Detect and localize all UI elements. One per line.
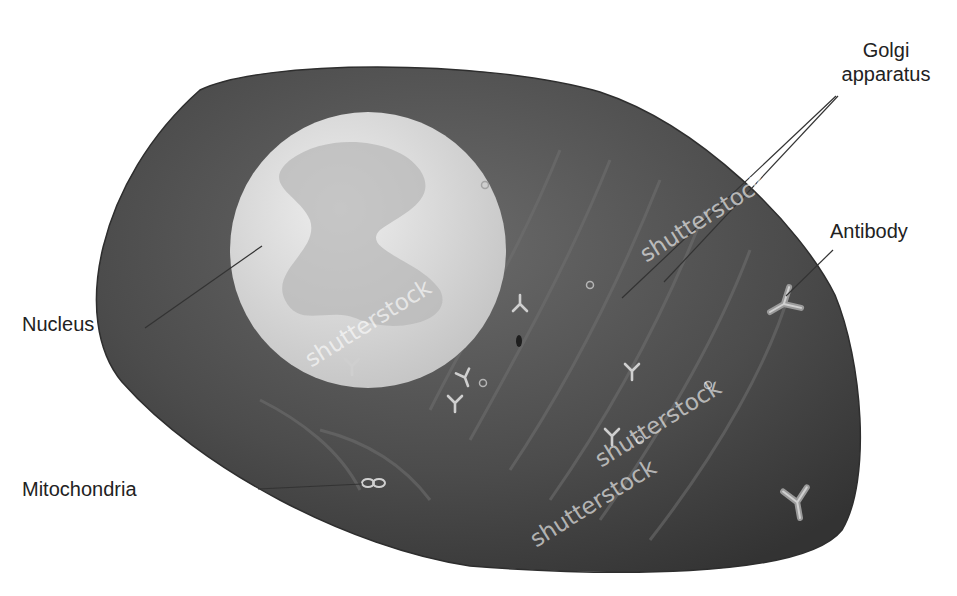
part-label: Antibody (830, 219, 908, 243)
part-label: Golgi apparatus (830, 38, 942, 86)
part-label: Nucleus (22, 312, 94, 336)
part-label: Mitochondria (22, 477, 137, 501)
